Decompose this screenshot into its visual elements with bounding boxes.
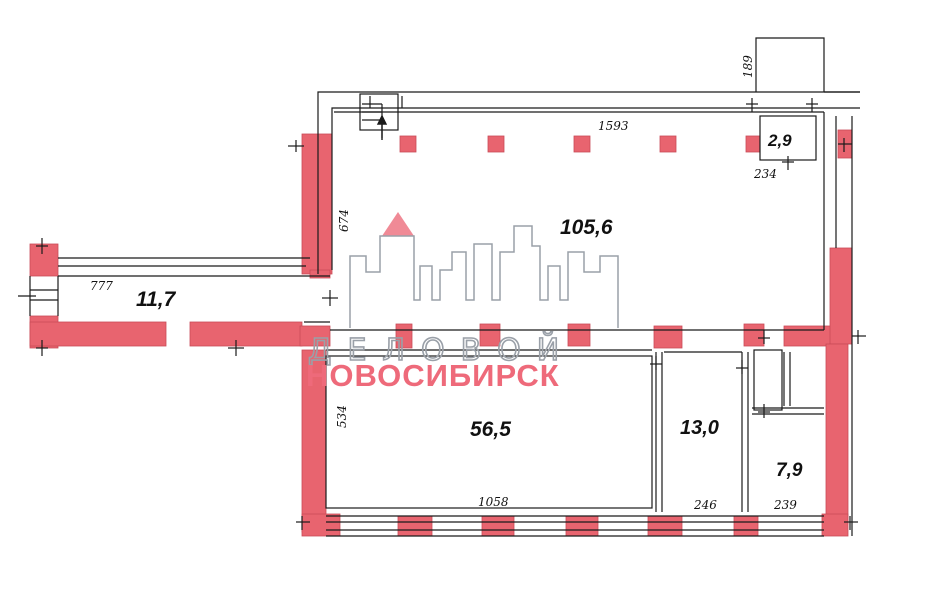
room-area-office-small: 7,9	[776, 460, 803, 481]
dimension-top-length: 1593	[598, 119, 629, 133]
room-area-main-hall: 105,6	[560, 216, 613, 239]
watermark-line1: ДЕЛОВОЙ	[308, 332, 575, 368]
stair-arrow-icon	[376, 114, 388, 140]
wall-segments	[29, 129, 853, 537]
dimension-office-large-height: 534	[335, 405, 349, 428]
room-area-closet: 2,9	[767, 131, 792, 150]
dimension-office-small-width: 239	[773, 498, 797, 512]
axis-marks	[18, 96, 866, 530]
dimension-office-large-width: 1058	[478, 495, 509, 509]
room-area-office-medium: 13,0	[680, 417, 719, 439]
dimension-closet-width: 234	[753, 167, 777, 181]
watermark-line2: НОВОСИБИРСК	[306, 358, 560, 393]
dimension-corridor-length: 777	[90, 279, 113, 293]
watermark-skyline-icon	[349, 212, 619, 328]
room-area-office-large: 56,5	[470, 418, 511, 441]
wall-outlines	[29, 37, 860, 537]
dimension-hall-height: 674	[337, 209, 351, 232]
dimension-stair-offset: 189	[741, 55, 755, 78]
room-area-corridor: 11,7	[136, 288, 177, 311]
dimension-office-medium-width: 246	[693, 498, 717, 512]
